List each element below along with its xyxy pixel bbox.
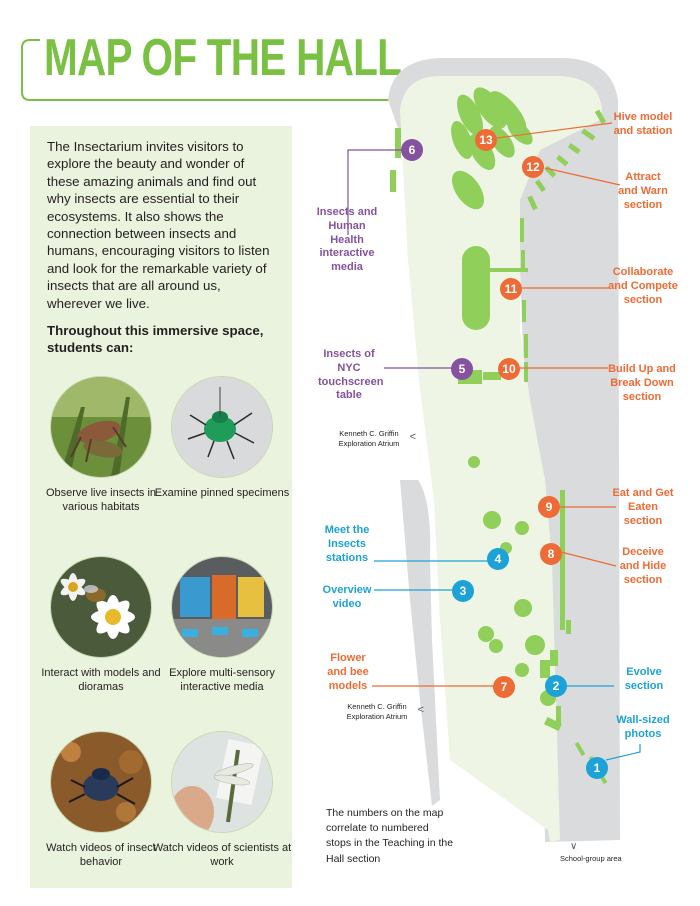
stop-marker[interactable]: 8 xyxy=(540,543,562,565)
activity-caption: Observe live insects in various habitats xyxy=(45,487,157,513)
page-title: MAP OF THE HALL xyxy=(44,29,402,87)
stop-label: Insects and Human Health interactive med… xyxy=(316,206,378,274)
pinned-green-beetle-image xyxy=(171,376,273,478)
central-exhibit xyxy=(458,246,562,732)
stop-marker[interactable]: 2 xyxy=(545,675,567,697)
stop-marker[interactable]: 13 xyxy=(475,129,497,151)
activity-item: Examine pinned specimens xyxy=(152,376,292,500)
activity-caption: Interact with models and dioramas xyxy=(41,667,161,693)
stop-marker[interactable]: 5 xyxy=(451,358,473,380)
map-note: The numbers on the map correlate to numb… xyxy=(326,807,454,865)
stop-label: Build Up and Break Down section xyxy=(608,363,676,403)
stop-label: Meet the Insects stations xyxy=(324,524,370,564)
atrium-label: Kenneth C. Griffin Exploration Atrium< xyxy=(346,702,424,721)
stop-label: Insects of NYC touchscreen table xyxy=(318,348,384,402)
chevron-left-icon: < xyxy=(417,704,424,716)
stop-label: Evolve section xyxy=(624,666,664,692)
activity-item: Interact with models and dioramas xyxy=(31,556,171,694)
activity-caption: Explore multi-sensory interactive media xyxy=(169,667,275,693)
activity-caption: Examine pinned specimens xyxy=(154,487,290,499)
stop-label: Overview video xyxy=(322,584,372,610)
stop-label: Eat and Get Eaten section xyxy=(612,487,674,527)
school-group-label: School-group area xyxy=(560,854,622,863)
stop-marker[interactable]: 12 xyxy=(522,156,544,178)
activity-item: Watch videos of insect behavior xyxy=(31,731,171,869)
leader-lines xyxy=(347,122,641,761)
stop-marker[interactable]: 1 xyxy=(586,757,608,779)
chevron-left-icon: < xyxy=(409,431,416,443)
stop-marker[interactable]: 9 xyxy=(538,496,560,518)
stop-label: Deceive and Hide section xyxy=(619,546,667,586)
title-frame xyxy=(21,39,390,101)
hall-wall xyxy=(388,58,620,842)
stop-marker[interactable]: 3 xyxy=(452,580,474,602)
atrium-label: Kenneth C. Griffin Exploration Atrium< xyxy=(338,429,416,448)
stop-label: Collaborate and Compete section xyxy=(608,266,678,306)
stop-marker[interactable]: 11 xyxy=(500,278,522,300)
stop-label: Flower and bee models xyxy=(327,652,369,692)
stop-label: Wall-sized photos xyxy=(616,714,670,740)
stop-marker[interactable]: 7 xyxy=(493,676,515,698)
stop-marker[interactable]: 10 xyxy=(498,358,520,380)
stop-label: Hive model and station xyxy=(613,111,673,137)
chevron-down-icon: ∨ xyxy=(570,841,578,852)
intro-text: The Insectarium invites visitors to expl… xyxy=(47,139,270,311)
hall-wall-lower xyxy=(400,480,440,806)
blue-beetle-in-soil-image xyxy=(50,731,152,833)
activity-item: Explore multi-sensory interactive media xyxy=(152,556,292,694)
activity-item: Watch videos of scientists at work xyxy=(152,731,292,869)
activity-item: Observe live insects in various habitats xyxy=(31,376,171,514)
stop-marker[interactable]: 4 xyxy=(487,548,509,570)
activity-caption: Watch videos of insect behavior xyxy=(46,842,156,868)
bee-on-daisy-model-image xyxy=(50,556,152,658)
stop-label: Attract and Warn section xyxy=(618,171,668,211)
stop-marker[interactable]: 6 xyxy=(401,139,423,161)
activities-heading: Throughout this immersive space, student… xyxy=(47,323,264,356)
activity-caption: Watch videos of scientists at work xyxy=(152,842,292,868)
